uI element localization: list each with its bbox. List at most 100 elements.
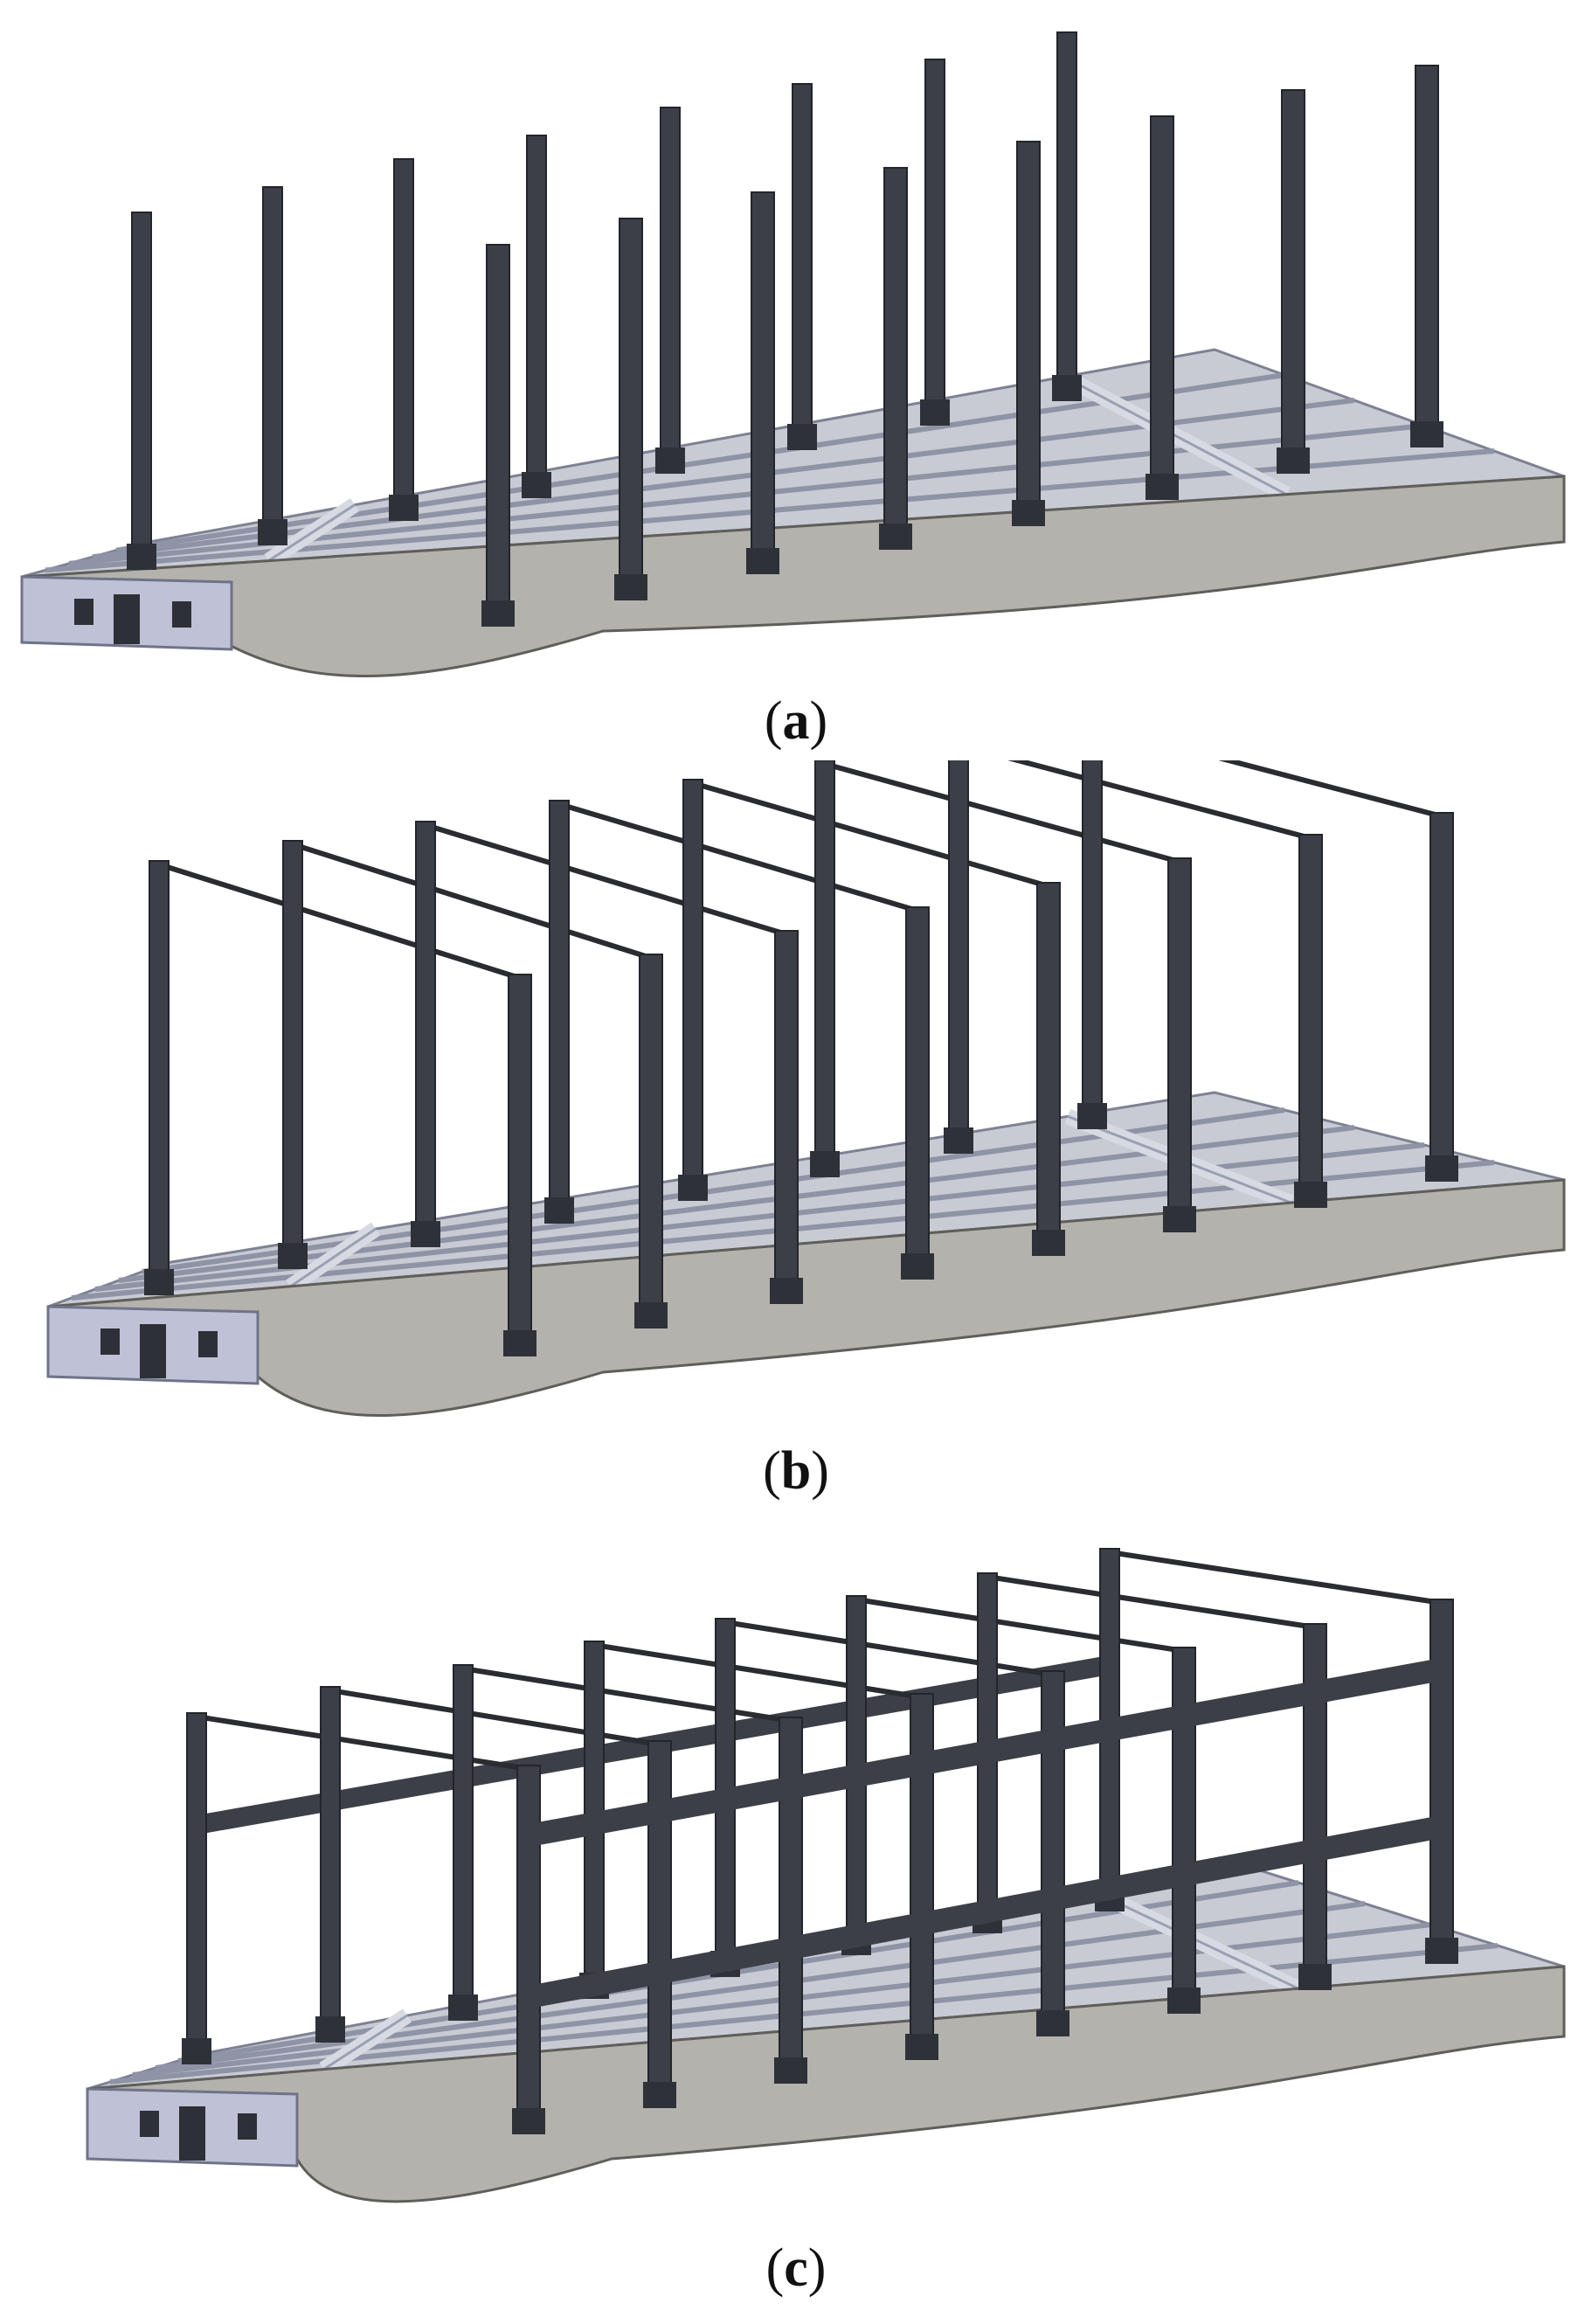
panel-c [0,1512,1592,2237]
column [779,1717,803,2065]
slab-side [46,1178,1566,1418]
tie-beam [329,1688,661,1747]
model-b [46,760,1566,1418]
column-footing [1167,1988,1201,2014]
column-footing [481,600,515,627]
deck-cross-beam-edge [267,503,356,562]
column-footing [1036,2010,1069,2036]
column [660,107,681,455]
column [751,191,775,556]
column [508,974,532,1338]
column [774,930,799,1286]
column [948,760,969,1135]
column [1281,89,1305,455]
end-face-opening [172,601,191,628]
column [792,83,813,432]
column [453,1664,474,2002]
column [1303,1623,1327,1972]
column [682,779,703,1183]
end-face-opening [74,599,93,625]
column [415,821,436,1229]
column [282,840,303,1251]
column-footing [1146,474,1179,500]
column [131,212,152,552]
tie-beam [158,862,521,981]
column [1429,1599,1454,1946]
end-face-door [179,2106,205,2161]
tie-beam [1218,760,1443,819]
column-footing [614,574,647,600]
column-footing [1425,1938,1458,1964]
end-face-opening [198,1331,218,1357]
column-footing [448,1994,478,2021]
column-footing [315,2016,345,2043]
end-face-door [140,1324,166,1378]
deck-cross-beam-edge [1063,375,1288,496]
tie-beam [1007,760,1312,841]
slab-side [86,1965,1566,2203]
column [1429,812,1454,1163]
column-footing [944,1127,973,1154]
column-footing [522,472,551,498]
column [814,760,835,1159]
column [639,954,663,1310]
column-footing [278,1243,308,1269]
tie-beam [855,1597,1185,1654]
column [619,218,643,582]
column [186,1712,207,2046]
tie-beam [692,780,1049,889]
deck-rail [142,1107,1285,1274]
column [1056,31,1077,383]
column-footing [1410,421,1443,447]
column-footing [258,519,287,545]
column-footing [144,1269,174,1295]
column-footing [389,495,419,521]
caption-c: (c) [765,2238,827,2298]
model-a [20,31,1566,678]
end-face-opening [238,2113,257,2140]
front-lower-beam [526,1815,1444,2008]
column-footing [1032,1230,1065,1256]
deck-cross-beam-edge [322,2014,408,2071]
column [1041,1670,1065,2018]
column [526,135,547,480]
column [1036,882,1061,1238]
end-face-opening [140,2111,159,2137]
column-footing [1294,1182,1327,1208]
column-footing [810,1151,840,1177]
column [549,800,570,1205]
column-footing [879,524,912,550]
panel-a [0,0,1592,699]
caption-b: (b) [763,1441,829,1501]
end-face-door [114,594,140,644]
column-footing [1425,1155,1458,1182]
column-footing [746,548,779,574]
tie-beam [292,842,652,961]
column [320,1686,341,2024]
caption-a: (a) [764,691,828,751]
tie-beam [724,1620,1054,1677]
column-footing [182,2038,211,2064]
column-footing [1277,447,1310,474]
column [647,1740,672,2090]
tie-beam [558,801,918,913]
tie-beam [824,761,1180,864]
column [1415,65,1439,429]
column [910,1693,934,2042]
column-footing [1298,1964,1332,1990]
column-footing [1052,375,1082,401]
column [486,244,510,608]
tie-beam [462,1666,792,1724]
column-footing [678,1175,708,1201]
column-footing [770,1278,803,1304]
column [924,59,945,407]
column-footing [787,424,817,450]
column-footing [512,2108,545,2134]
column [584,1641,605,1981]
panel-b [0,760,1592,1477]
end-face-opening [100,1328,120,1355]
column-footing [544,1197,574,1224]
column-footing [643,2082,676,2108]
column-footing [411,1221,440,1247]
column [1150,115,1174,482]
